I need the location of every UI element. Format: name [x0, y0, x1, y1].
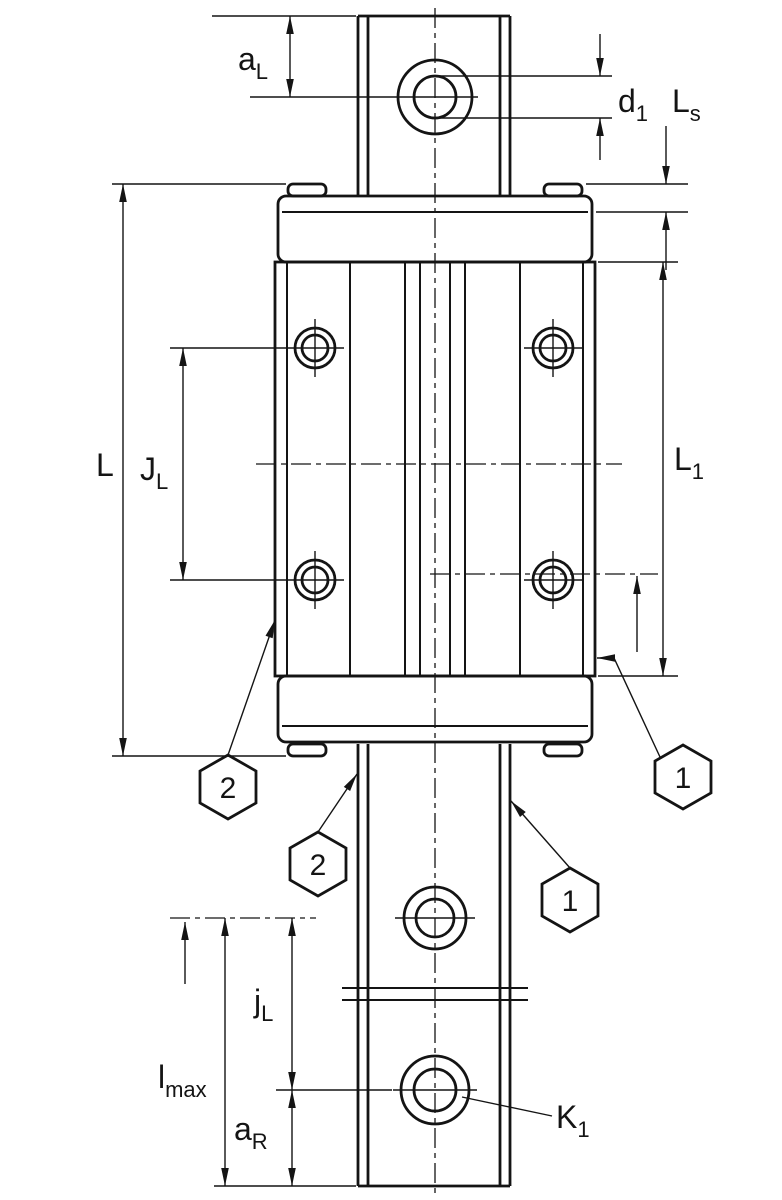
dim-label-lmax: lmax [158, 1059, 207, 1102]
rail-top-segment [250, 14, 512, 196]
carriage [273, 182, 597, 758]
mounting-hole-bottom-right [524, 551, 582, 609]
lube-tab-bottom-right [542, 742, 584, 758]
dim-label-JL: JL [140, 451, 168, 494]
lube-tab-top-right [542, 182, 584, 198]
dim-label-L: L [96, 447, 114, 483]
dim-label-K1: K1 [556, 1099, 590, 1142]
dimension-aR: aR [214, 1090, 356, 1187]
centerlines [170, 8, 658, 1196]
mounting-hole-bottom-left [286, 551, 344, 609]
dimension-L: L [96, 183, 286, 757]
callout-pos2-rail: 2 [288, 773, 358, 898]
callout-number: 2 [310, 849, 327, 882]
mounting-hole-top-right [524, 319, 582, 377]
hexagon-callout [540, 866, 600, 934]
dimension-lmax: lmax [158, 918, 229, 1186]
dimension-Ls: Ls [586, 83, 701, 270]
dimension-d1: d1 [436, 34, 648, 160]
callout-number: 1 [675, 762, 692, 795]
dimension-L1: L1 [598, 261, 704, 677]
dimension-aL: aL [212, 15, 356, 97]
dim-label-aR: aR [234, 1111, 268, 1154]
leader-line [597, 654, 661, 758]
dim-label-Ls: Ls [672, 83, 701, 126]
carriage-body [273, 260, 597, 678]
dimension-JL: JL [140, 347, 286, 581]
hexagon-callout [653, 743, 713, 811]
label-K1: K1 [461, 1096, 590, 1142]
hexagon-callout [198, 753, 258, 821]
mounting-hole-top-left [286, 319, 344, 377]
callout-number: 2 [220, 772, 237, 805]
dim-label-L1: L1 [674, 441, 704, 484]
callout-pos1-carriage: 1 [597, 654, 713, 811]
callout-number: 1 [562, 885, 579, 918]
lube-tab-bottom-left [286, 742, 328, 758]
leader-line [510, 800, 571, 869]
dim-label-aL: aL [238, 41, 268, 84]
dimension-jL: jL [253, 918, 392, 1091]
callout-pos2-carriage: 2 [198, 619, 276, 821]
hexagon-callout [288, 830, 348, 898]
rail-bottom-segment [342, 744, 528, 1188]
leader-line [461, 1096, 553, 1117]
leader-line [317, 773, 358, 833]
dim-label-d1: d1 [618, 83, 648, 126]
dim-label-jL: jL [253, 983, 273, 1026]
leader-line [227, 619, 276, 756]
callout-pos1-rail: 1 [510, 800, 600, 934]
lube-tab-top-left [286, 182, 328, 198]
